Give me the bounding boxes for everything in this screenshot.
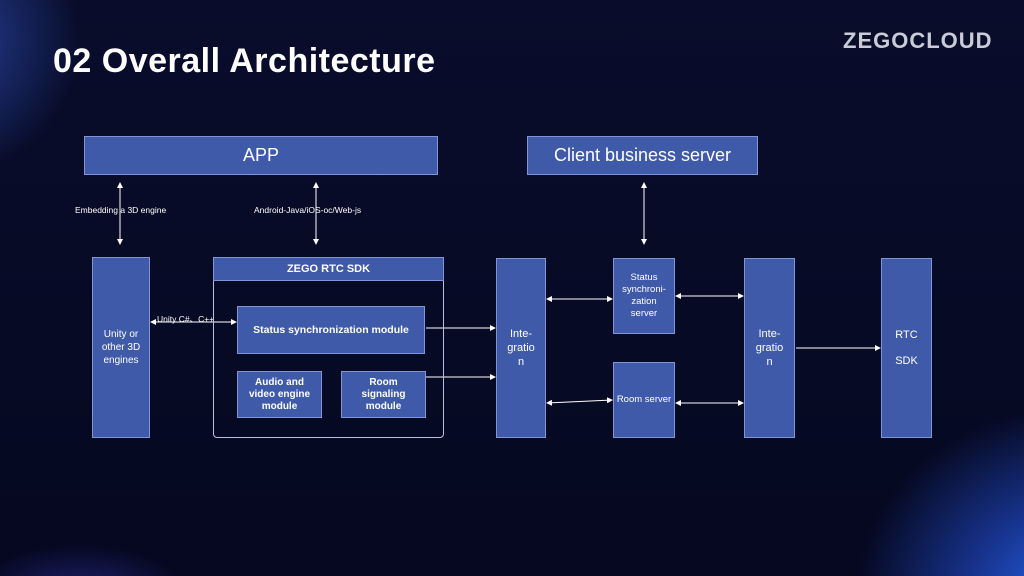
client-business-server-box: Client business server xyxy=(527,136,758,175)
zego-rtc-sdk-title: ZEGO RTC SDK xyxy=(213,257,444,281)
integration-left-box: Inte- gratio n xyxy=(496,258,546,438)
rtc-sdk-label-line1: RTC xyxy=(895,329,918,341)
arrow-integration-roomserver xyxy=(546,397,613,406)
app-label: APP xyxy=(242,145,280,165)
rtc-sdk-label-line2: SDK xyxy=(895,355,918,367)
platforms-label: Android-Java/iOS-oc/Web-js xyxy=(254,205,362,215)
room-server-label: Room server xyxy=(616,394,672,405)
page-title: 02 Overall Architecture xyxy=(53,42,436,80)
status-sync-server-box: Status synchroni-zation server xyxy=(613,258,675,334)
unity-engines-box: Unity or other 3D engines xyxy=(92,257,150,438)
integration-left-label: Inte- gratio n xyxy=(507,328,535,368)
room-signaling-module-label: Room signaling module xyxy=(361,376,406,412)
unity-engines-label: Unity or other 3D engines xyxy=(101,329,141,366)
status-sync-module-box: Status synchronization module xyxy=(237,306,425,354)
room-signaling-module-box: Room signaling module xyxy=(341,371,426,418)
status-sync-module-label: Status synchronization module xyxy=(253,324,409,336)
room-server-box: Room server xyxy=(613,362,675,438)
av-engine-module-box: Audio and video engine module xyxy=(237,371,322,418)
status-sync-server-label: Status synchroni-zation server xyxy=(622,272,666,319)
unity-lang-label: Unity C#、C++ xyxy=(157,314,215,324)
client-business-server-label: Client business server xyxy=(553,145,732,165)
embedding-label: Embedding a 3D engine xyxy=(75,205,167,215)
app-box: APP xyxy=(84,136,438,175)
av-engine-module-label: Audio and video engine module xyxy=(248,376,311,412)
zegocloud-logo: ZEGOCLOUD xyxy=(843,28,993,53)
integration-right-box: Inte- gratio n xyxy=(744,258,795,438)
rtc-sdk-box: RTC SDK xyxy=(881,258,932,438)
integration-right-label: Inte- gratio n xyxy=(755,328,784,368)
